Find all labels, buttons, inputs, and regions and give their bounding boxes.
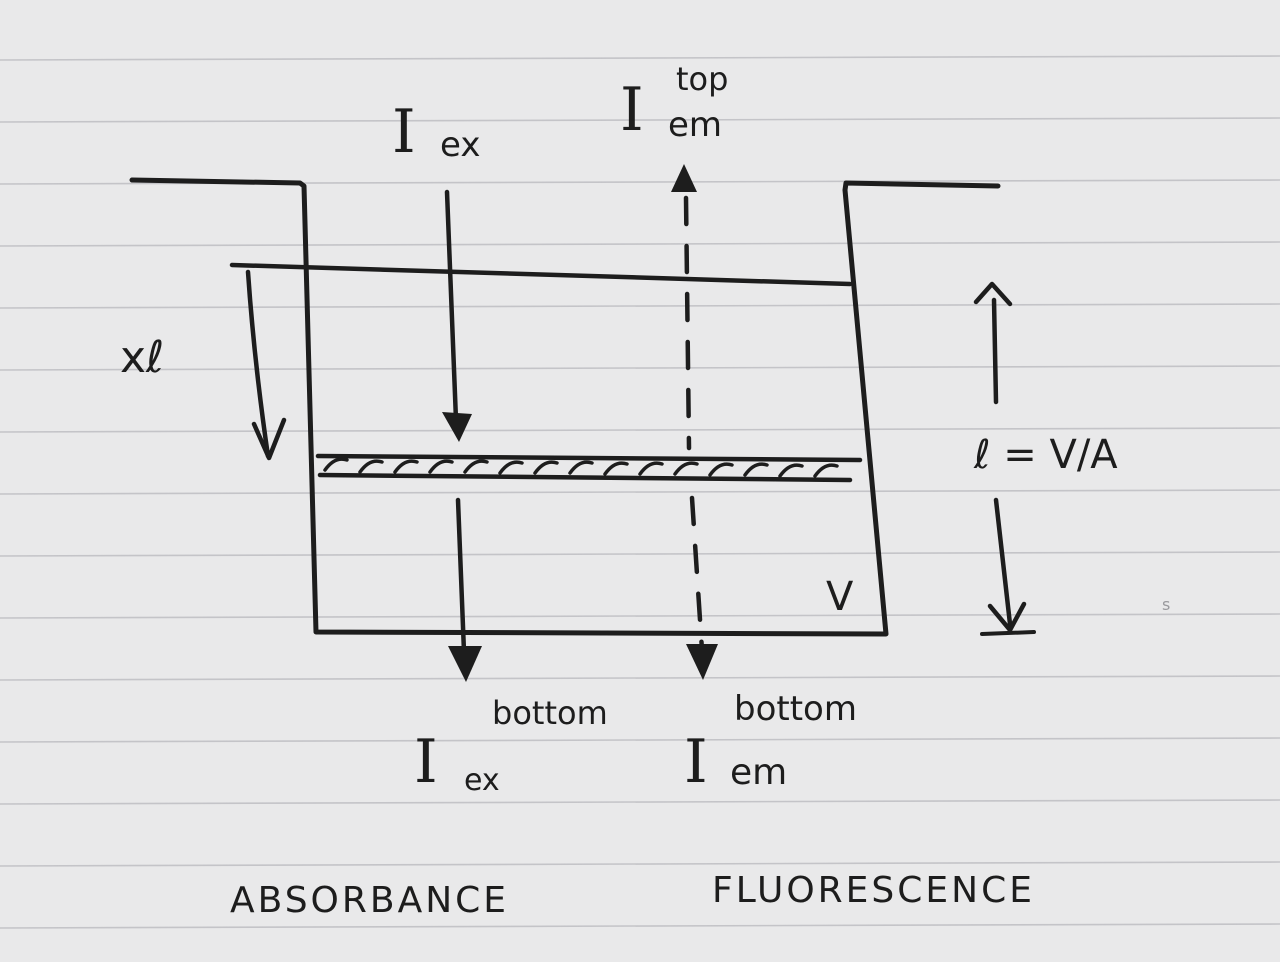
label-x-l: xℓ bbox=[120, 332, 164, 383]
svg-text:em: em bbox=[668, 105, 722, 145]
emission-arrow-bottom bbox=[686, 495, 718, 680]
svg-text:ex: ex bbox=[464, 763, 500, 798]
svg-text:I: I bbox=[684, 727, 708, 797]
liquid-surface-line bbox=[229, 262, 853, 287]
path-length-arrow bbox=[973, 281, 1036, 636]
notebook-rule-lines bbox=[0, 55, 1280, 929]
svg-text:bottom: bottom bbox=[734, 689, 857, 729]
fluorophore-layer bbox=[315, 453, 863, 483]
well-outline bbox=[129, 177, 1001, 637]
label-fluorescence: FLUORESCENCE bbox=[712, 870, 1035, 911]
margin-mark: s bbox=[1162, 595, 1170, 614]
svg-text:I: I bbox=[392, 97, 416, 167]
label-i-ex-bottom: I ex bottom bbox=[414, 694, 608, 798]
svg-text:top: top bbox=[676, 60, 728, 98]
label-i-em-bottom: I em bottom bbox=[684, 689, 857, 797]
label-i-em-top: I em top bbox=[620, 60, 728, 145]
label-i-ex-top: I ex bbox=[392, 97, 480, 167]
svg-text:bottom: bottom bbox=[492, 694, 608, 732]
label-absorbance: ABSORBANCE bbox=[230, 880, 509, 921]
excitation-arrow-top bbox=[442, 189, 472, 442]
label-volume: V bbox=[826, 574, 854, 620]
svg-text:ex: ex bbox=[440, 125, 480, 165]
svg-text:I: I bbox=[620, 75, 644, 145]
svg-text:I: I bbox=[414, 727, 438, 797]
label-path-length: ℓ = V/A bbox=[973, 432, 1118, 478]
svg-text:em: em bbox=[730, 752, 787, 793]
excitation-arrow-bottom bbox=[448, 497, 482, 682]
emission-arrow-top bbox=[671, 164, 697, 451]
depth-arrow bbox=[245, 269, 287, 461]
